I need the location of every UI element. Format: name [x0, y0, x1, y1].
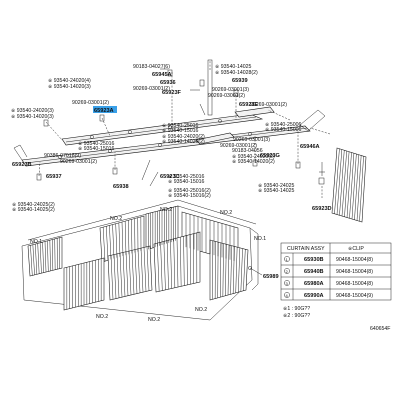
fastener-93540-15016-b: ※ 93540-15016 — [78, 146, 114, 152]
label-65989: 65989 — [263, 274, 279, 280]
diagram-id: 640654F — [370, 326, 390, 332]
label-65923D: 65923D — [312, 206, 332, 212]
fastener-93540-14028-top: ※ 93540-14028(2) — [215, 70, 258, 76]
window-label: NO.1 — [254, 236, 266, 242]
right-short-rail — [235, 107, 274, 117]
fastener-93540-14025-bl: ※ 93540-14025(2) — [12, 207, 55, 213]
fastener-90183-04027: 90183-04027(6) — [133, 64, 170, 70]
window-label: NO.2 — [160, 207, 172, 213]
legend-curtain: 65980A — [304, 281, 324, 287]
fastener-93540-15006-r: ※ 93540-15006 — [265, 127, 301, 133]
fastener-90269-03001-e: 90269-03001(2) — [250, 102, 287, 108]
fastener-93540-14020-left: ※ 93540-14020(3) — [48, 84, 91, 90]
label-65939: 65939 — [232, 78, 248, 84]
fastener-labels: 90183-04027(6) ※ 93540-14025 ※ 93540-140… — [11, 64, 301, 213]
left-end-bracket — [14, 145, 27, 160]
fastener-93540-15016-c: ※ 93540-15016 — [168, 179, 204, 185]
fastener-90269-03001-g: 90269-03001(3) — [233, 137, 270, 143]
right-end-bracket — [300, 110, 325, 131]
legend-header-clip: ※CLIP — [348, 246, 364, 252]
van-body-curtains — [22, 200, 262, 320]
curtain-legend-table: CURTAIN ASSY ※CLIP 1 2 3 4 65930B 90468-… — [281, 243, 391, 319]
legend-header-curtain: CURTAIN ASSY — [287, 246, 325, 252]
window-label: NO.2 — [195, 307, 207, 313]
label-65937: 65937 — [46, 174, 62, 180]
window-label: NO.1 — [30, 239, 42, 245]
legend-curtain: 65940B — [304, 269, 324, 275]
label-65946A: 65946A — [300, 144, 320, 150]
legend-curtain: 65930B — [304, 257, 324, 263]
fastener-93540-14020-l2: ※ 93540-14020(3) — [11, 114, 54, 120]
label-65945A: 65945A — [152, 72, 172, 78]
fastener-93540-14020-m: ※ 93540-14020(2) — [162, 139, 205, 145]
fastener-90183-04056: 90183-04056 — [232, 148, 263, 154]
legend-clip: 90468-15004(8) — [336, 281, 373, 287]
fastener-93540-14025-br: ※ 93540-14025 — [258, 188, 294, 194]
fastener-93540-15016-d: ※ 93540-15016(2) — [168, 193, 211, 199]
footnote: ※2 : 90G?? — [283, 313, 310, 319]
label-65938: 65938 — [113, 184, 129, 190]
fastener-90269-03001-c: 90269-03001(2) — [208, 93, 245, 99]
window-label: NO.2 — [96, 314, 108, 320]
window-label: NO.2 — [220, 210, 232, 216]
label-65923A: 65923A — [94, 108, 114, 114]
label-65923B: 65923B — [12, 162, 32, 168]
fastener-90269-03001-d: 90269-03001(2) — [72, 100, 109, 106]
right-clip — [319, 162, 325, 176]
footnote: ※1 : 90G?? — [283, 306, 310, 312]
window-label: NO.2 — [110, 216, 122, 222]
legend-curtain: 65990A — [304, 293, 324, 299]
fastener-90269-03001-m: 90269-03001(2) — [60, 159, 97, 165]
legend-clip: 90468-15004(8) — [336, 269, 373, 275]
window-label: NO.2 — [148, 317, 160, 323]
fastener-93540-14020-r: ※ 93540-14020(2) — [232, 159, 275, 165]
legend-clip: 90468-15004(9) — [336, 293, 373, 299]
legend-clip: 90468-15004(8) — [336, 257, 373, 263]
fastener-90269-03001-a: 90269-03001(2) — [133, 86, 170, 92]
